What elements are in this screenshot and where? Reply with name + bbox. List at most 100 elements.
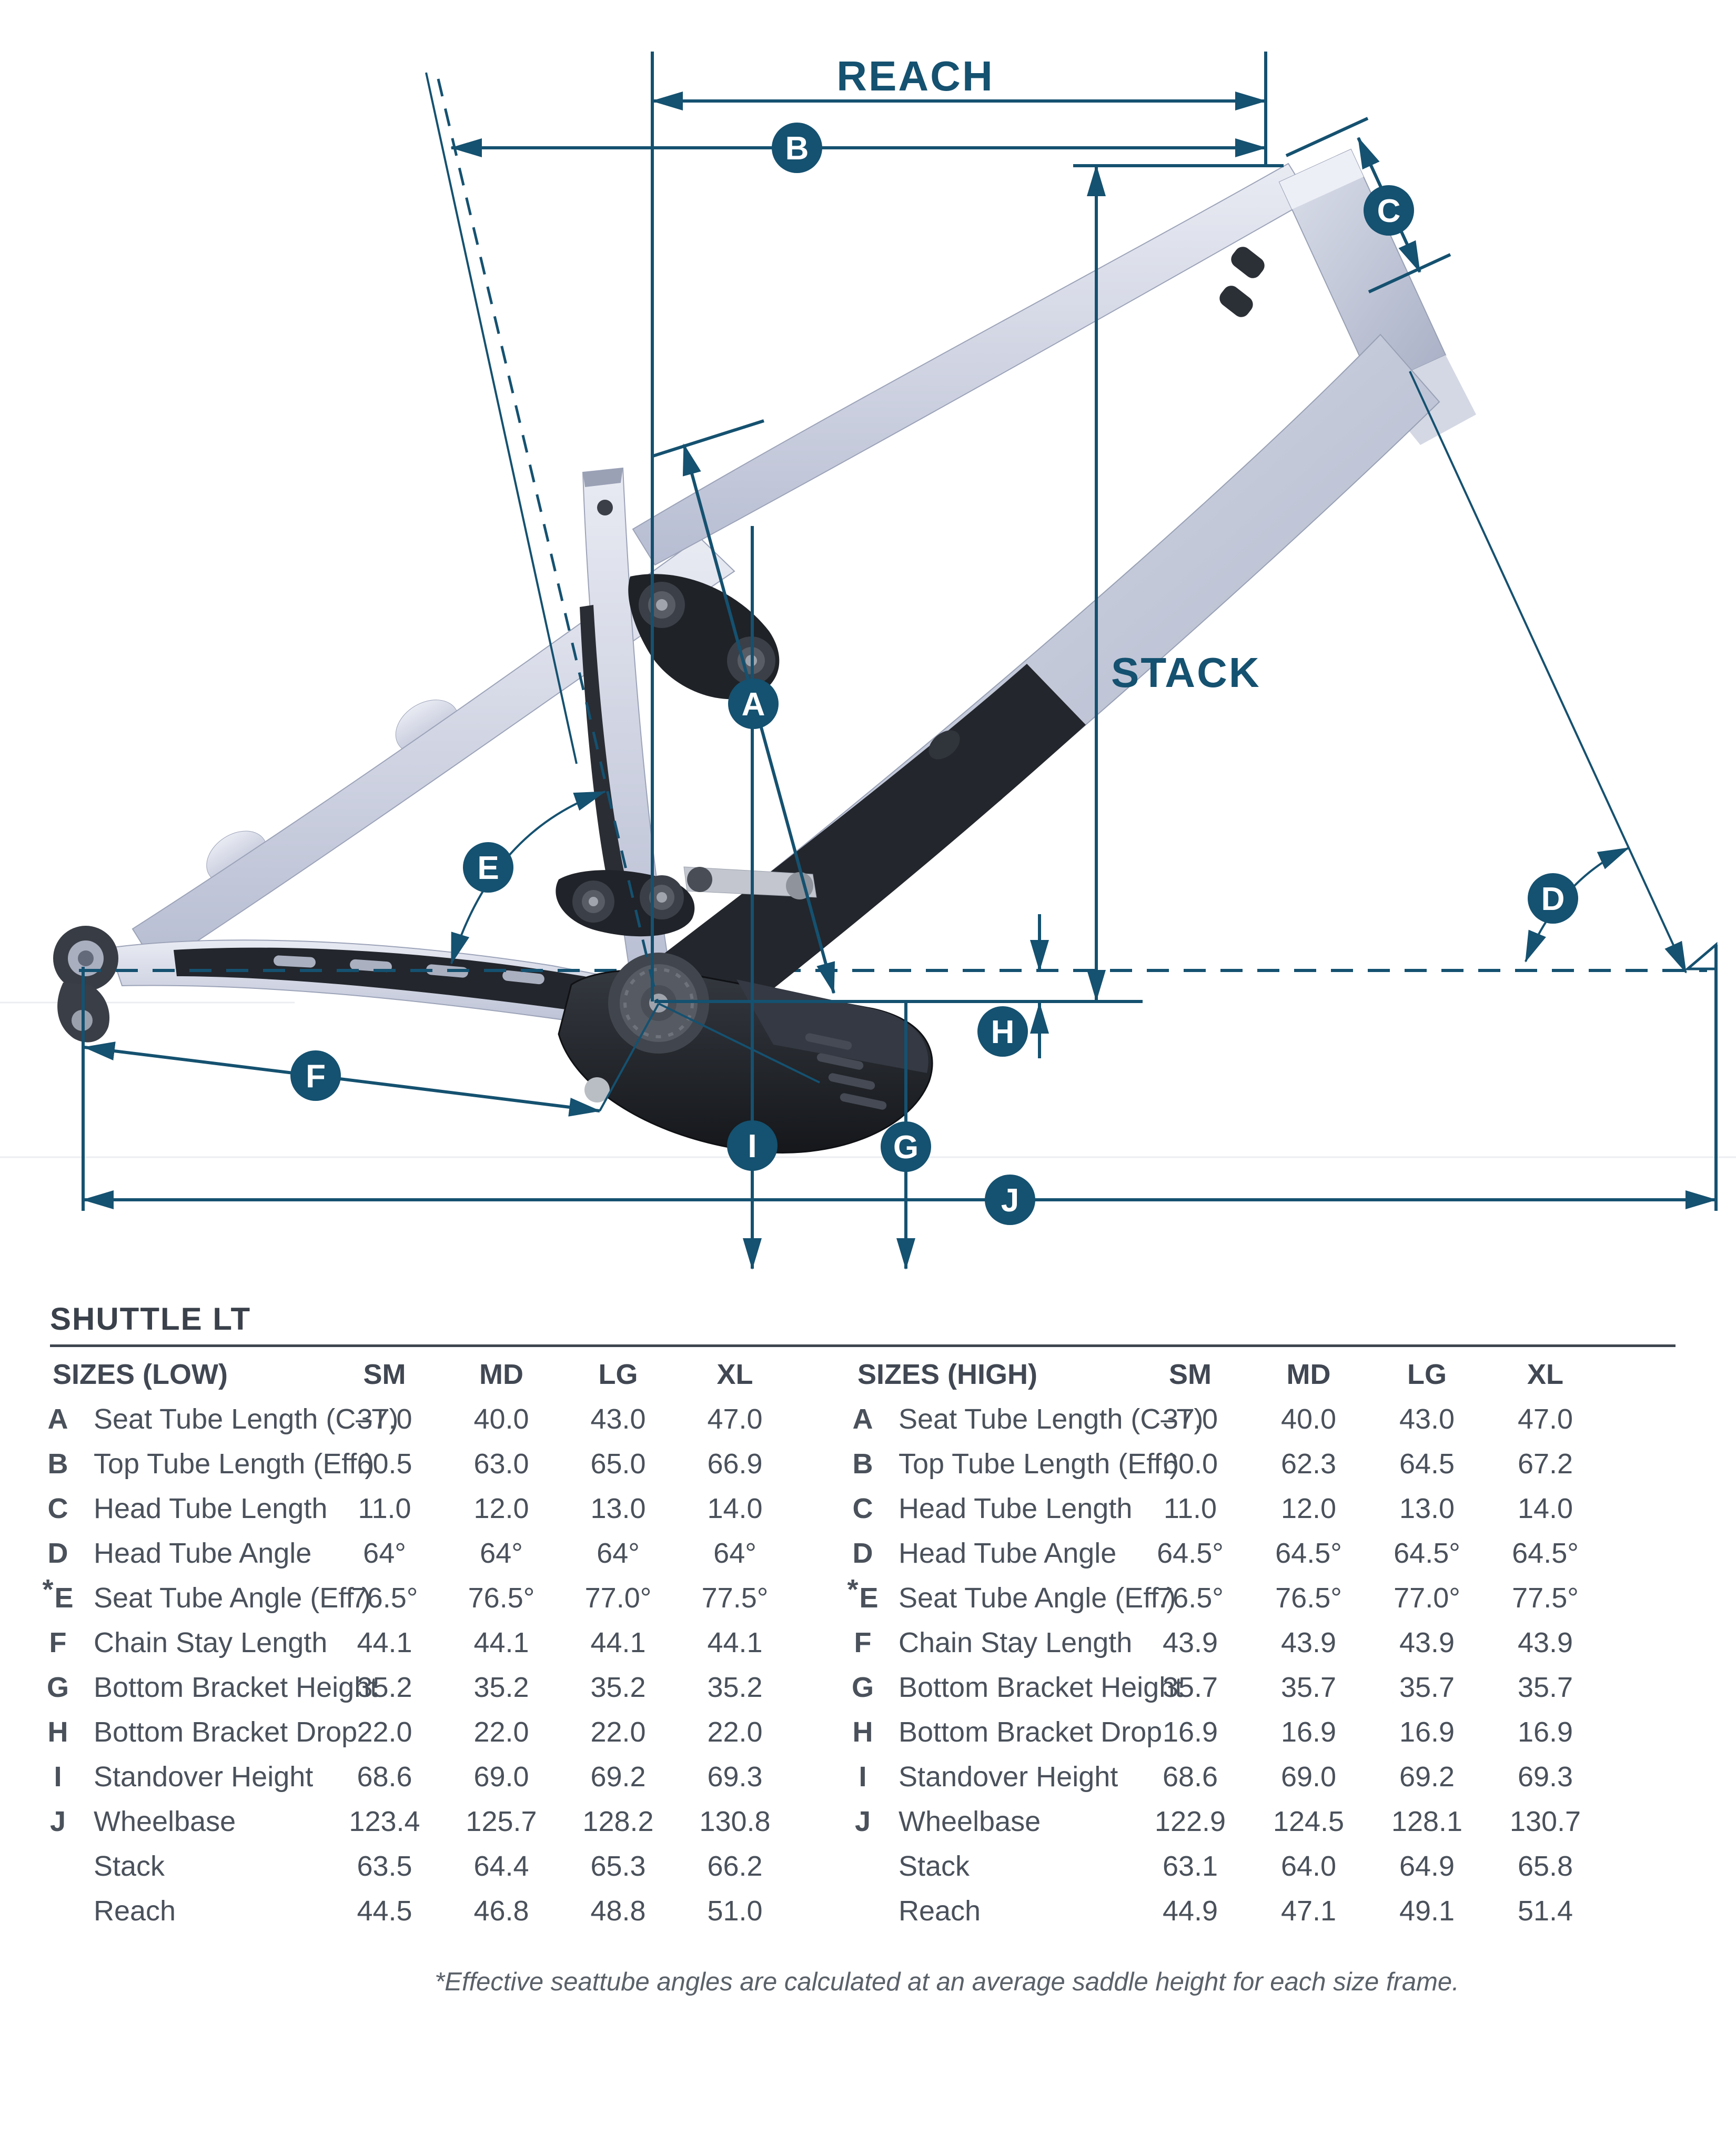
seat-clamp-bolt bbox=[597, 500, 613, 515]
row-value: 43.0 bbox=[590, 1403, 646, 1435]
footnote: *Effective seattube angles are calculate… bbox=[435, 1968, 1459, 1996]
row-value: 69.2 bbox=[590, 1760, 646, 1793]
table-header: SIZES (HIGH) bbox=[857, 1358, 1038, 1390]
row-value: 69.3 bbox=[707, 1760, 763, 1793]
row-value: 64° bbox=[597, 1537, 640, 1569]
row-value: 64.5 bbox=[1399, 1448, 1455, 1480]
svg-text:B: B bbox=[785, 130, 809, 167]
row-value: 77.0° bbox=[1394, 1582, 1460, 1614]
row-value: 65.8 bbox=[1517, 1850, 1573, 1882]
row-value: 64° bbox=[480, 1537, 523, 1569]
row-value: 40.0 bbox=[473, 1403, 529, 1435]
row-value: 60.5 bbox=[357, 1448, 412, 1480]
row-value: 47.0 bbox=[707, 1403, 763, 1435]
row-letter: F bbox=[49, 1626, 67, 1658]
row-label: Seat Tube Length (C–T) bbox=[94, 1403, 399, 1435]
row-value: 124.5 bbox=[1273, 1805, 1345, 1837]
row-value: 123.4 bbox=[349, 1805, 420, 1837]
row-label: Wheelbase bbox=[94, 1805, 236, 1837]
title-divider bbox=[50, 1344, 1676, 1347]
row-value: 11.0 bbox=[358, 1492, 411, 1524]
row-value: 43.9 bbox=[1399, 1626, 1455, 1658]
row-value: 64.5° bbox=[1394, 1537, 1460, 1569]
row-label: Bottom Bracket Height bbox=[94, 1671, 378, 1703]
svg-text:G: G bbox=[893, 1129, 919, 1166]
row-value: 130.7 bbox=[1509, 1805, 1581, 1837]
reach-label: REACH bbox=[836, 53, 994, 99]
row-value: 51.4 bbox=[1517, 1895, 1573, 1927]
row-value: 16.9 bbox=[1399, 1716, 1455, 1748]
fork-tip-outline bbox=[1684, 942, 1718, 970]
row-label: Chain Stay Length bbox=[899, 1626, 1133, 1658]
row-value: 44.1 bbox=[473, 1626, 529, 1658]
chainstay-length-arrow bbox=[83, 1041, 601, 1117]
row-letter: I bbox=[859, 1760, 867, 1793]
column-header: LG bbox=[1407, 1358, 1447, 1390]
row-letter: D bbox=[852, 1537, 873, 1569]
row-value: 64.4 bbox=[473, 1850, 529, 1882]
head-tube-bottom-tick bbox=[1368, 253, 1451, 294]
row-letter: B bbox=[852, 1448, 873, 1480]
row-value: 43.0 bbox=[1399, 1403, 1455, 1435]
row-value: 13.0 bbox=[590, 1492, 646, 1524]
row-letter: A bbox=[47, 1403, 68, 1435]
row-value: 22.0 bbox=[707, 1716, 763, 1748]
row-value: 76.5° bbox=[1275, 1582, 1342, 1614]
row-label: Head Tube Length bbox=[899, 1492, 1133, 1524]
row-value: 47.0 bbox=[1517, 1403, 1573, 1435]
row-value: 60.0 bbox=[1162, 1448, 1218, 1480]
svg-text:C: C bbox=[1377, 193, 1401, 229]
row-value: 69.0 bbox=[1280, 1760, 1337, 1793]
row-value: 12.0 bbox=[1280, 1492, 1337, 1524]
row-letter: I bbox=[54, 1760, 62, 1793]
row-letter: G bbox=[851, 1671, 874, 1703]
svg-text:E: E bbox=[477, 850, 499, 886]
row-letter: B bbox=[47, 1448, 68, 1480]
svg-text:J: J bbox=[1001, 1182, 1019, 1219]
row-value: 22.0 bbox=[473, 1716, 529, 1748]
row-value: 48.8 bbox=[590, 1895, 646, 1927]
stack-label: STACK bbox=[1111, 649, 1261, 696]
row-label: Stack bbox=[899, 1850, 970, 1882]
row-value: 22.0 bbox=[590, 1716, 646, 1748]
row-value: 76.5° bbox=[1157, 1582, 1224, 1614]
cable-port bbox=[1219, 286, 1253, 317]
row-value: 40.0 bbox=[1280, 1403, 1337, 1435]
svg-text:I: I bbox=[748, 1128, 756, 1165]
row-letter: *E bbox=[42, 1573, 74, 1614]
row-letter: G bbox=[46, 1671, 69, 1703]
row-value: 35.2 bbox=[357, 1671, 412, 1703]
head-tube-top-tick2 bbox=[1285, 117, 1369, 157]
row-value: 35.7 bbox=[1517, 1671, 1573, 1703]
link-arm-bolt bbox=[786, 872, 813, 899]
column-header: SM bbox=[363, 1358, 406, 1390]
column-header: SM bbox=[1169, 1358, 1212, 1390]
row-value: 64.5° bbox=[1157, 1537, 1224, 1569]
seat-angle-arc bbox=[450, 791, 606, 965]
row-value: 122.9 bbox=[1154, 1805, 1226, 1837]
row-value: 66.2 bbox=[707, 1850, 763, 1882]
row-value: 130.8 bbox=[699, 1805, 771, 1837]
svg-text:F: F bbox=[306, 1058, 326, 1095]
row-value: 77.0° bbox=[584, 1582, 652, 1614]
marker-b: B bbox=[772, 123, 822, 173]
row-value: 66.9 bbox=[707, 1448, 763, 1480]
row-value: 44.1 bbox=[707, 1626, 763, 1658]
marker-g: G bbox=[881, 1121, 931, 1172]
row-value: 69.3 bbox=[1517, 1760, 1573, 1793]
row-value: 14.0 bbox=[707, 1492, 763, 1524]
svg-text:A: A bbox=[742, 686, 765, 723]
row-value: 35.7 bbox=[1399, 1671, 1455, 1703]
footnote-asterisk: * bbox=[847, 1573, 859, 1605]
head-tube-axis-line bbox=[1409, 371, 1687, 974]
row-value: 68.6 bbox=[357, 1760, 412, 1793]
column-header: XL bbox=[716, 1358, 753, 1390]
row-value: 16.9 bbox=[1280, 1716, 1337, 1748]
marker-a: A bbox=[728, 679, 779, 729]
link-arm-bolt bbox=[687, 867, 712, 892]
row-value: 63.0 bbox=[473, 1448, 529, 1480]
row-label: Seat Tube Angle (Eff.) bbox=[94, 1582, 371, 1614]
marker-i: I bbox=[727, 1120, 778, 1171]
